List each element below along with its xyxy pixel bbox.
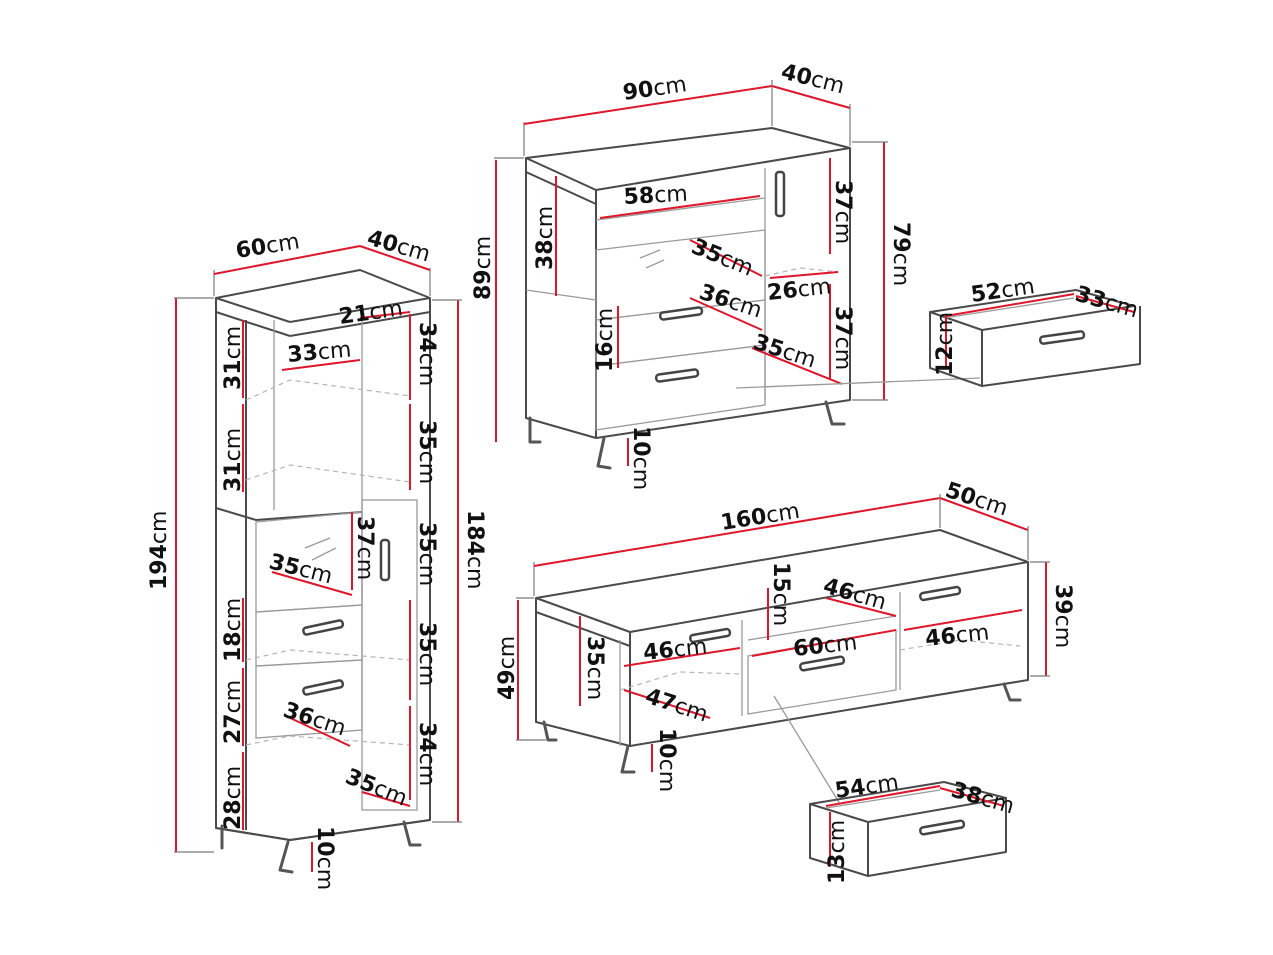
tv-drawer-dimensions [825, 785, 1005, 866]
tall-inner-35e: 35cm [342, 764, 411, 811]
side-height-total-label: 89cm [471, 236, 496, 300]
tv-leg-label: 10cm [654, 728, 679, 792]
tall-cabinet-labels: 60cm 40cm 194cm 184cm 21cm 33cm 34cm 31c… [147, 226, 487, 890]
tall-inner-33: 33cm [286, 337, 352, 367]
tall-height-total-label: 194cm [147, 511, 172, 590]
tall-depth-label: 40cm [364, 226, 433, 268]
tall-inner-35a: 35cm [414, 420, 439, 484]
tall-inner-28: 28cm [221, 766, 246, 830]
side-inner-26: 26cm [766, 274, 832, 306]
tall-inner-35b: 35cm [267, 550, 335, 590]
tall-inner-18: 18cm [221, 598, 246, 662]
tall-inner-31b: 31cm [221, 428, 246, 492]
sideboard-dimensions [494, 80, 981, 466]
side-drawer-height-label: 12cm [933, 312, 958, 376]
tv-depth-label: 50cm [942, 478, 1011, 522]
tv-inner-15: 15cm [768, 562, 793, 626]
sideboard-drawer [929, 289, 1141, 387]
tall-inner-35c: 35cm [414, 522, 439, 586]
tv-drawer-depth-label: 38cm [948, 778, 1017, 820]
tall-inner-31a: 31cm [221, 326, 246, 390]
tv-height-body-label: 39cm [1050, 584, 1075, 648]
tv-stand-dimensions [516, 494, 1050, 772]
tall-inner-21: 21cm [337, 296, 404, 330]
sideboard-drawer-labels: 52cm 33cm 12cm [933, 274, 1141, 376]
tv-stand [535, 529, 1029, 805]
tall-cabinet [215, 269, 431, 874]
side-inner-35b: 35cm [750, 330, 819, 374]
tv-height-total-label: 49cm [495, 636, 520, 700]
tv-drawer [809, 781, 1007, 877]
side-inner-37b: 37cm [830, 306, 855, 370]
side-drawer-depth-label: 33cm [1072, 282, 1141, 324]
tall-inner-34b: 34cm [414, 722, 439, 786]
tall-inner-35d: 35cm [414, 622, 439, 686]
side-inner-37a: 37cm [830, 180, 855, 244]
side-depth-label: 40cm [779, 60, 847, 100]
tv-inner-46b: 46cm [642, 634, 708, 666]
tv-inner-46c: 46cm [924, 620, 990, 652]
side-leg-label: 10cm [628, 426, 653, 490]
side-height-body-label: 79cm [888, 222, 913, 286]
sideboard-labels: 90cm 40cm 89cm 79cm 58cm 38cm 37cm 35cm … [471, 60, 913, 491]
tv-stand-labels: 160cm 50cm 49cm 39cm 15cm 46cm 46cm 60cm… [495, 478, 1075, 792]
sideboard [525, 127, 851, 470]
tv-inner-60: 60cm [792, 630, 858, 662]
tall-height-body-label: 184cm [462, 510, 487, 589]
tv-inner-35: 35cm [582, 636, 607, 700]
tall-inner-34a: 34cm [414, 322, 439, 386]
tv-inner-47: 47cm [642, 684, 711, 728]
side-inner-38: 38cm [533, 206, 558, 270]
tall-inner-37: 37cm [352, 516, 377, 580]
tall-cabinet-dimensions [174, 245, 462, 872]
tv-drawer-width-label: 54cm [833, 770, 900, 804]
tall-leg-label: 10cm [312, 826, 337, 890]
tv-drawer-height-label: 13cm [825, 820, 850, 884]
tv-width-label: 160cm [719, 499, 801, 536]
tall-inner-27: 27cm [221, 680, 246, 744]
side-inner-16: 16cm [593, 308, 618, 372]
sideboard-drawer-dimensions [945, 293, 1135, 368]
side-inner-58: 58cm [623, 182, 688, 210]
side-inner-35a: 35cm [688, 234, 757, 281]
tv-inner-46a: 46cm [820, 574, 889, 616]
